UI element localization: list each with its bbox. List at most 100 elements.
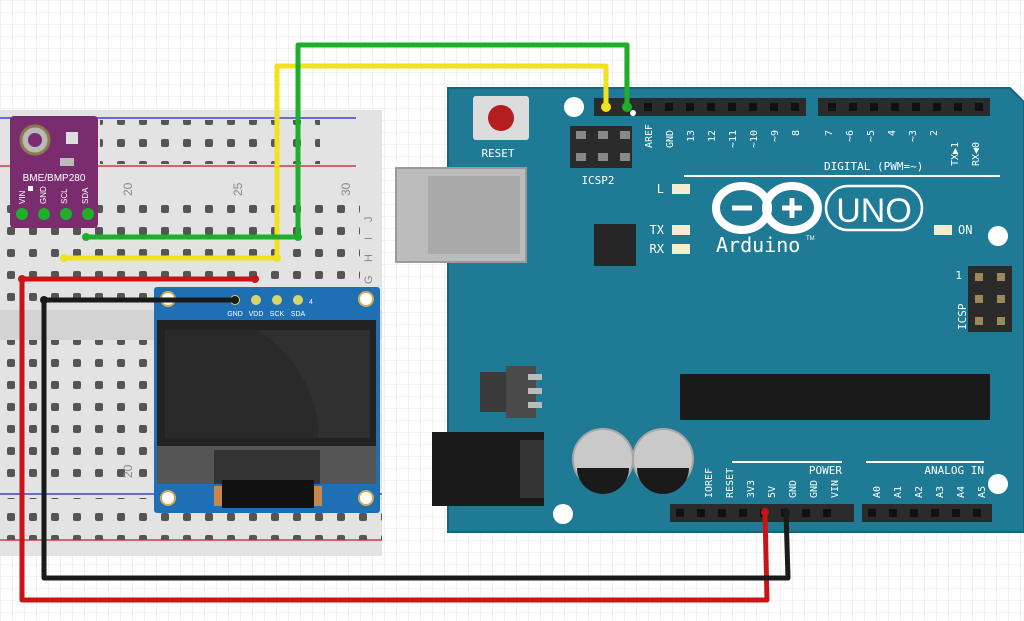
icsp-pin [975,273,983,281]
power-pin-reset: RESET [725,468,736,498]
header-hole [802,509,810,517]
voltage-regulator [480,372,506,412]
header-hole [791,103,799,111]
icsp-pin [975,317,983,325]
oled-pin-vdd: VDD [249,311,264,318]
digital-pin-5: ~5 [866,130,877,142]
power-pin-ioref: IOREF [704,468,715,498]
power-pin-gnd-1: GND [788,480,799,498]
header-hole [849,103,857,111]
header-hole [676,509,684,517]
arduino-logo: UNO Arduino TM [712,182,924,257]
bme280-pin-gnd: GND [39,186,48,204]
oled-pin-count: 4 [309,299,313,306]
wire-green-sda [86,42,630,240]
bme280-sensor: BME/BMP280 VIN GND SCL SDA [10,116,98,228]
capacitor-right [632,428,694,494]
column-number-30: 30 [339,182,353,196]
header-pin-11: ~11 [728,130,739,148]
icsp2-label: ICSP2 [581,174,614,187]
header-hole [707,103,715,111]
bme280-pin-scl: SCL [60,188,69,204]
header-pin-gnd: GND [665,130,676,148]
top-header-left [594,98,806,116]
digital-pin-3: ~3 [908,130,919,142]
column-number-20: 20 [121,182,135,196]
header-hole [954,103,962,111]
bme280-pin-vin: VIN [18,190,27,204]
led-label-l: L [657,182,664,196]
row-letter-g: G [363,275,375,284]
icsp-label: ICSP [956,303,969,330]
header-hole [644,103,652,111]
icsp-pin [997,295,1005,303]
power-pin-vin: VIN [830,480,841,498]
header-hole [870,103,878,111]
oled-pin-sda: SDA [291,311,306,318]
header-hole [728,103,736,111]
header-hole [770,103,778,111]
header-hole [973,509,981,517]
usb-chip [594,224,636,266]
header-pin-10: ~10 [749,130,760,148]
top-power-rail-holes [100,120,320,164]
header-hole [749,103,757,111]
wire-red-5v [19,276,770,603]
row-letter-i: I [363,237,375,240]
icsp-pin1-label: 1 [955,269,962,282]
analog-header [862,504,992,522]
header-hole [952,509,960,517]
digital-label: DIGITAL (PWM=~) [824,160,923,173]
wire-black-gnd [41,297,791,581]
header-hole [975,103,983,111]
top-header-right [818,98,990,116]
header-pin-9: ~9 [770,130,781,142]
column-number-25: 25 [231,182,245,196]
digital-pin-7: 7 [824,130,835,136]
atmega-chip [680,374,990,420]
header-hole [823,509,831,517]
analog-pin-a5: A5 [977,486,988,498]
row-letter-j: J [363,217,375,223]
reset-label: RESET [481,147,514,160]
arduino-brand: Arduino [716,233,800,257]
header-hole [697,509,705,517]
capacitor-left [572,428,634,494]
bme280-pin-sda: SDA [81,187,90,204]
digital-pin-6: ~6 [845,130,856,142]
analog-pin-a3: A3 [935,486,946,498]
analog-pin-a4: A4 [956,486,967,498]
header-hole [889,509,897,517]
on-label: ON [958,223,972,237]
header-hole [931,509,939,517]
header-hole [933,103,941,111]
uno-logo-text: UNO [836,192,912,230]
wires [18,42,791,603]
oled-pin-gnd: GND [227,311,243,318]
power-pin-5v: 5V [767,486,778,498]
header-hole [891,103,899,111]
analog-in-label: ANALOG IN [924,464,984,477]
wire-yellow-scl [64,63,609,261]
header-hole [665,103,673,111]
arduino-tm: TM [806,236,815,242]
oled-display: 4 GND VDD SCK SDA [154,287,380,513]
power-pin-gnd-2: GND [809,480,820,498]
header-hole [912,103,920,111]
header-hole [910,509,918,517]
digital-pin-4: 4 [887,130,898,136]
row-letter-h: H [363,254,375,262]
header-pin-aref: AREF [644,124,655,148]
header-pin-8: 8 [791,130,802,136]
led-label-rx: RX [650,242,665,256]
icsp-pin [997,317,1005,325]
column-number-20-bottom: 20 [121,464,135,478]
analog-pin-a2: A2 [914,486,925,498]
analog-pin-a1: A1 [893,486,904,498]
icsp-pin [997,273,1005,281]
digital-pin-2: 2 [929,130,940,136]
led-label-tx: TX [650,223,665,237]
power-label: POWER [809,464,842,477]
icsp-header [968,266,1012,332]
